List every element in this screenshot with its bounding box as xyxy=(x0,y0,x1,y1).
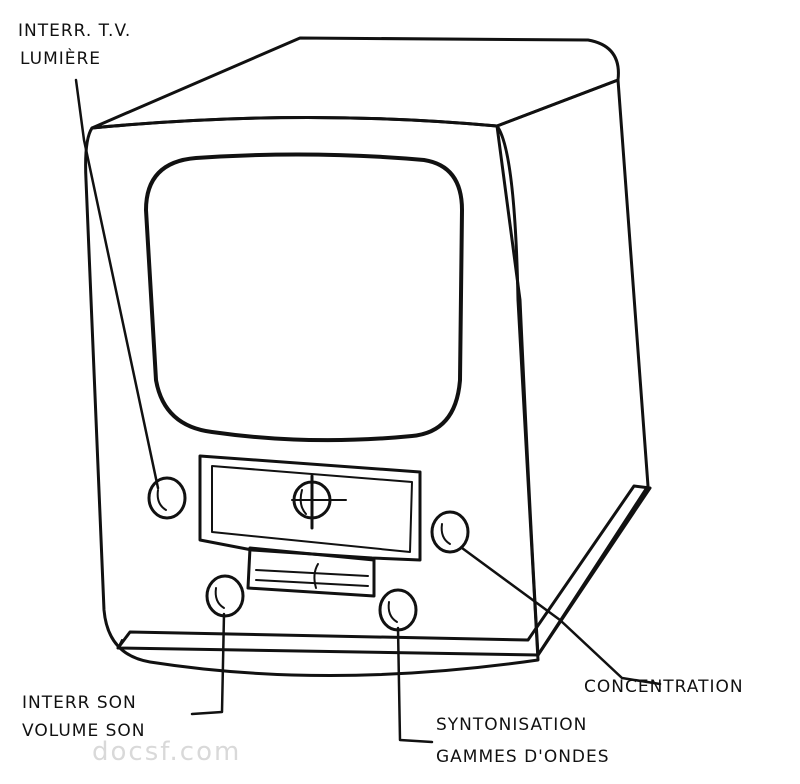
label-interr-son-line2: VOLUME SON xyxy=(22,721,145,741)
tuning-scale-window xyxy=(246,546,376,598)
tuning-dial-panel xyxy=(198,454,422,562)
label-syntonisation-line2: GAMMES D'ONDES xyxy=(436,747,610,767)
tv-cabinet-top xyxy=(90,36,620,130)
watermark: docsf.com xyxy=(92,737,241,767)
label-interr-son-line1: INTERR SON xyxy=(22,693,137,713)
label-interr-tv-line1: INTERR. T.V. xyxy=(18,21,131,41)
leader-lines xyxy=(74,78,662,744)
label-syntonisation-line1: SYNTONISATION xyxy=(436,715,587,735)
label-interr-tv-line2: LUMIÈRE xyxy=(20,47,101,69)
tv-cabinet-side xyxy=(495,78,650,657)
tv-cabinet-front xyxy=(84,115,540,677)
knob-syntonisation xyxy=(378,588,418,632)
label-concentration: CONCENTRATION xyxy=(584,677,744,697)
dial-emblem-icon xyxy=(291,474,347,530)
knob-concentration xyxy=(430,510,470,554)
knob-interr-tv xyxy=(147,476,187,520)
tv-screen xyxy=(144,152,464,443)
knob-interr-son xyxy=(205,574,245,618)
